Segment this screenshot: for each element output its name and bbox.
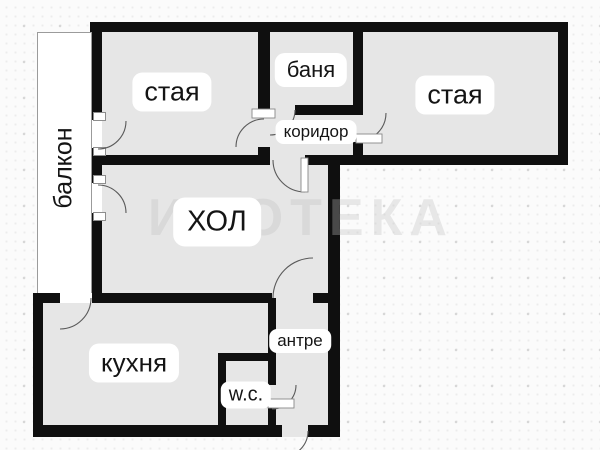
living-entry-door-arc bbox=[272, 257, 314, 299]
balcony-floor bbox=[37, 32, 92, 295]
room-label-kuhnya: кухня bbox=[88, 343, 180, 383]
room-label-banya: баня bbox=[274, 53, 348, 87]
wall-segment bbox=[268, 408, 276, 437]
wall-segment bbox=[92, 293, 272, 303]
door-leaf bbox=[355, 133, 383, 144]
balcony-kitchen-door-opening bbox=[60, 293, 92, 303]
room-label-balkon: балкон bbox=[49, 127, 78, 209]
balcony-room-door-opening bbox=[92, 120, 102, 148]
room-label-staya-left: стая bbox=[132, 72, 212, 112]
wall-segment bbox=[258, 22, 270, 113]
door-jamb bbox=[93, 147, 106, 156]
balcony-living-door-arc bbox=[97, 184, 127, 214]
door-jamb bbox=[93, 112, 106, 121]
balcony-living-door-opening bbox=[92, 183, 102, 213]
wall-segment bbox=[92, 155, 270, 165]
door-leaf bbox=[267, 398, 295, 409]
room-label-wc: w.c. bbox=[220, 381, 272, 409]
room-label-staya-right: стая bbox=[415, 75, 495, 115]
wall-segment bbox=[353, 22, 363, 113]
door-leaf bbox=[300, 157, 309, 193]
door-jamb bbox=[93, 175, 106, 184]
wall-segment bbox=[308, 425, 340, 437]
wall-segment bbox=[305, 155, 568, 165]
wall-segment bbox=[313, 293, 340, 303]
door-leaf bbox=[251, 108, 276, 119]
room-corridor-door-arc bbox=[235, 118, 265, 148]
wall-segment bbox=[353, 142, 363, 165]
entrance-door-opening bbox=[282, 425, 308, 437]
wall-segment bbox=[33, 293, 43, 437]
wall-segment bbox=[33, 293, 60, 303]
door-jamb bbox=[93, 212, 106, 221]
wall-segment bbox=[558, 22, 568, 165]
wall-segment bbox=[90, 22, 568, 32]
corridor-living-door-arc bbox=[272, 159, 306, 193]
wall-segment bbox=[295, 105, 363, 115]
wall-segment bbox=[218, 353, 276, 361]
entrance-door-arc bbox=[298, 430, 309, 450]
balcony-room-door-arc bbox=[97, 120, 127, 150]
room-label-antre: антре bbox=[269, 329, 331, 353]
kitchen-balcony-door-arc bbox=[59, 297, 92, 330]
wall-segment bbox=[33, 425, 282, 437]
room-label-hol: ХОЛ bbox=[173, 197, 261, 247]
room-label-koridor: коридор bbox=[275, 120, 357, 144]
